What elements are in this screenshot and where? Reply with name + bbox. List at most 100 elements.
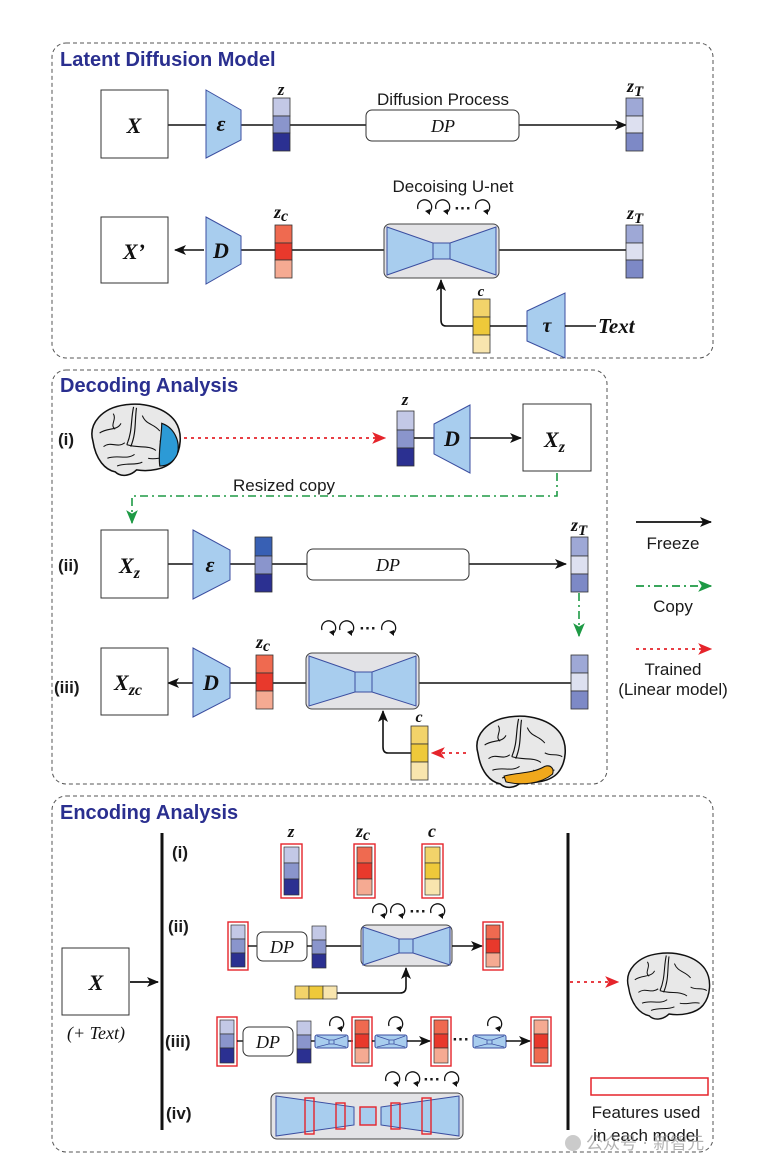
encoding-iii-z2-vector [296, 1020, 312, 1064]
brain-semantic-icon [476, 715, 567, 789]
ldm-title: Latent Diffusion Model [60, 49, 276, 71]
decoding-iii-zc-vector [255, 654, 274, 710]
ldm-zT-label-bottom: zT [626, 203, 644, 227]
encoding-iii-z-feature [216, 1016, 238, 1067]
encoding-iii-zc-feature-2 [430, 1016, 452, 1067]
decoding-iii-decoder-label: D [202, 670, 219, 695]
decoding-ii-input-box [100, 529, 169, 599]
encoding-iii-unet-3 [472, 1016, 507, 1049]
encoding-iv-unet [270, 1092, 464, 1140]
features-legend-line2: in each model [593, 1126, 699, 1145]
decoding-ii-input-label: Xz [118, 553, 141, 582]
decoding-iii-decoder [192, 647, 231, 718]
features-legend-box [590, 1077, 709, 1096]
decoding-iii-zc-label: zc [255, 632, 270, 655]
decoding-ii-z-vector [254, 536, 273, 593]
decoding-iii-output-box [100, 647, 169, 716]
ldm-zc-vector [274, 224, 293, 279]
encoding-row-iii-label: (iii) [165, 1032, 191, 1051]
encoding-iv-loop-icon: ··· [385, 1070, 460, 1089]
watermark: 公众号 · 新智元 [565, 1134, 704, 1154]
encoding-panel-border [51, 795, 714, 1153]
encoding-i-zc-feature [353, 843, 376, 899]
ldm-panel: Latent Diffusion Model X ε z Diffusion P… [51, 42, 714, 359]
decoding-i-z-vector [396, 410, 415, 467]
ldm-dp-label: DP [430, 116, 455, 136]
ldm-z-label: z [277, 80, 285, 99]
ldm-panel-border [51, 42, 714, 359]
legend-freeze-label: Freeze [647, 534, 700, 553]
resized-copy-label: Resized copy [233, 476, 336, 495]
encoding-ii-unet [360, 924, 453, 967]
decoding-iii-c-label: c [415, 709, 422, 726]
ldm-decoder-label: D [212, 238, 229, 263]
decoding-ii-dp-label: DP [375, 555, 400, 575]
ldm-decoder [205, 216, 242, 285]
decoding-ii-dp-box [306, 548, 470, 581]
ldm-c-label: c [478, 284, 485, 300]
encoding-row-iv-label: (iv) [166, 1104, 192, 1123]
encoding-i-c-label: c [428, 821, 436, 841]
ldm-unet-label: Decoising U-net [393, 177, 514, 196]
ldm-c-vector [472, 298, 491, 354]
encoding-i-z-feature [280, 843, 303, 899]
ldm-zT-vector-bottom [625, 224, 644, 279]
ldm-conditioning-arrow [436, 279, 473, 327]
encoding-ii-z2-vector [311, 925, 327, 969]
decoding-i-output-label: Xz [543, 427, 566, 456]
decoding-i-output-box [522, 403, 592, 472]
encoding-input-note: (+ Text) [67, 1023, 125, 1044]
decoding-i-decoder [433, 404, 471, 474]
encoding-row-i-label: (i) [172, 843, 188, 862]
encoding-i-c-feature [421, 843, 444, 899]
encoding-iii-zc-feature-3 [530, 1016, 552, 1067]
encoding-iii-unet-1 [314, 1016, 349, 1049]
decoding-row-ii-label: (ii) [58, 556, 79, 575]
ldm-output-label: X’ [122, 239, 145, 264]
ldm-zT-vector-top [625, 97, 644, 152]
decoding-panel: Decoding Analysis (i) z D Xz Resized cop… [51, 369, 608, 789]
encoding-ii-conditioning-arrow [337, 967, 411, 994]
ldm-zc-label: zc [273, 202, 288, 225]
ldm-text-label: Text [598, 314, 636, 338]
brain-icon [626, 952, 711, 1020]
resized-copy-arrow [126, 473, 558, 525]
encoding-ii-zc-feature [482, 921, 504, 971]
decoding-iii-unet [305, 652, 420, 710]
ldm-text-encoder [526, 292, 566, 359]
ldm-zT-label-top: zT [626, 76, 644, 100]
ldm-dp-box [365, 109, 520, 142]
encoding-iii-unet-2 [374, 1016, 408, 1049]
svg-text:···: ··· [455, 199, 472, 218]
legend: Freeze Copy Trained (Linear model) [618, 517, 728, 699]
decoding-ii-zT-label: zT [570, 515, 588, 539]
legend-trained-sub: (Linear model) [618, 680, 728, 699]
ldm-text-encoder-label: τ [543, 315, 553, 337]
ldm-encoder-label: ε [216, 111, 225, 136]
decoding-ii-zT-vector [570, 536, 589, 593]
encoding-iii-dp-label: DP [255, 1032, 280, 1052]
encoding-iii-ellipsis: ··· [453, 1030, 470, 1049]
encoding-i-zc-label: zc [355, 821, 370, 844]
encoding-ii-dp-label: DP [269, 937, 294, 957]
ldm-encoder [205, 89, 242, 159]
legend-copy-label: Copy [653, 597, 693, 616]
encoding-iii-zc-feature-1 [351, 1016, 373, 1067]
encoding-input-box [61, 947, 130, 1016]
decoding-ii-encoder-label: ε [205, 552, 214, 577]
wechat-icon [565, 1135, 581, 1151]
decoding-iii-loop-icon: ··· [321, 619, 397, 638]
encoding-ii-loop-icon: ··· [372, 902, 446, 921]
ldm-diffusion-label: Diffusion Process [377, 90, 509, 109]
decoding-row-iii-label: (iii) [54, 678, 80, 697]
encoding-i-z-label: z [287, 822, 295, 841]
decoding-title: Decoding Analysis [60, 375, 238, 397]
encoding-title: Encoding Analysis [60, 802, 238, 824]
decoding-iii-zT-vector [570, 654, 589, 710]
ldm-z-vector [272, 97, 291, 152]
ldm-loop-icon: ··· [417, 199, 491, 218]
encoding-iii-dp-box [242, 1026, 294, 1057]
svg-text:···: ··· [360, 619, 377, 638]
features-legend-line1: Features used [592, 1103, 701, 1122]
